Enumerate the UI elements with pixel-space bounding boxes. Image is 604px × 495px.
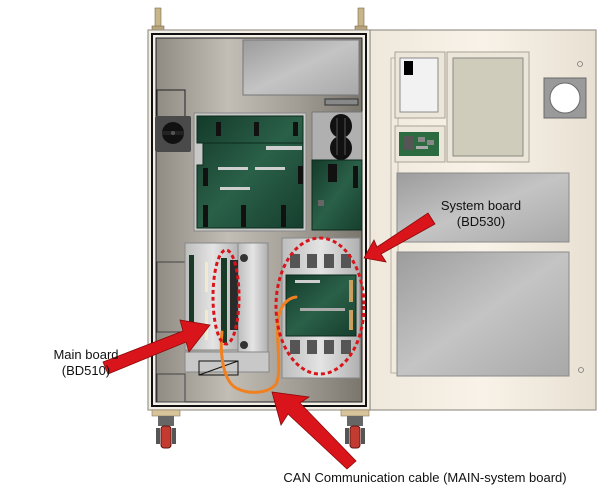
callout-arrow-icon: [363, 212, 436, 263]
callout-arrow-icon: [271, 391, 357, 470]
main-board-code: (BD510): [61, 363, 111, 378]
main-board-callout: Main board (BD510): [38, 347, 134, 379]
top-bolt-left: [151, 7, 165, 31]
can-cable-label: CAN Communication cable (MAIN-system boa…: [283, 470, 567, 485]
caster-wheel-icon: [340, 409, 370, 449]
rotary-breaker-icon: [155, 116, 191, 152]
main-board-rack: [184, 242, 270, 376]
main-board-label: Main board: [53, 347, 119, 362]
system-board-unit: [281, 237, 361, 379]
system-board-label: System board: [440, 198, 522, 213]
main-board-highlight: [211, 248, 241, 346]
cabinet-door: [369, 29, 597, 411]
top-bolt-right: [354, 7, 368, 31]
caster-wheel-icon: [151, 409, 181, 449]
system-board-callout: System board (BD530): [422, 198, 540, 230]
callout-arrow-icon: [102, 319, 211, 375]
cpu-board: [193, 112, 307, 232]
can-cable-callout: CAN Communication cable (MAIN-system boa…: [250, 470, 600, 486]
system-board-highlight: [274, 236, 366, 376]
can-communication-cable: [219, 295, 298, 394]
servo-amplifier: [311, 111, 363, 231]
system-board-code: (BD530): [456, 214, 506, 229]
